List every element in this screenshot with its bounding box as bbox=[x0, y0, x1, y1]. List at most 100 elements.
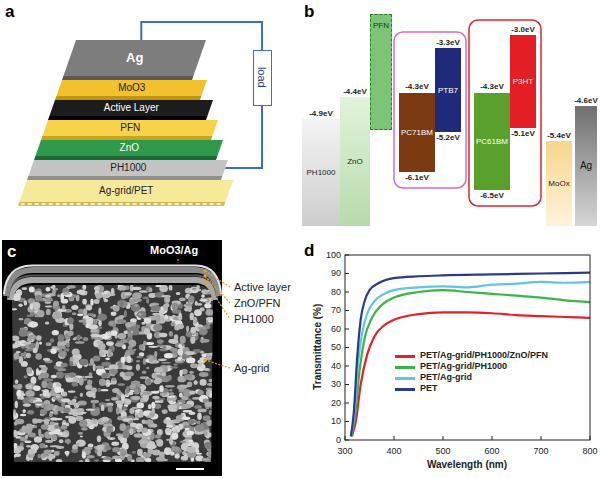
layer-label: Ag-grid/PET bbox=[99, 185, 153, 197]
grid-grain bbox=[165, 428, 170, 433]
grid-grain bbox=[19, 329, 28, 336]
grid-grain bbox=[11, 336, 19, 341]
grid-grain bbox=[182, 404, 191, 409]
grid-grain bbox=[50, 286, 54, 288]
energy-level-box: PH1000 bbox=[302, 119, 340, 226]
grid-grain bbox=[136, 364, 140, 371]
grid-grain bbox=[118, 315, 124, 319]
transmittance-curve bbox=[351, 273, 590, 437]
grid-grain bbox=[49, 412, 53, 417]
energy-level: -6.5eV bbox=[480, 191, 504, 200]
grid-grain bbox=[106, 341, 114, 346]
grid-grain bbox=[166, 425, 173, 428]
grid-grain bbox=[24, 441, 31, 443]
grid-grain bbox=[139, 410, 143, 416]
grid-grain bbox=[165, 385, 175, 387]
grid-grain bbox=[136, 356, 142, 359]
grid-grain bbox=[74, 402, 80, 408]
tick-label: 800 bbox=[582, 446, 597, 456]
grid-grain bbox=[132, 451, 136, 454]
grid-grain bbox=[120, 448, 125, 453]
zno-pfn-film bbox=[8, 276, 217, 299]
grid-grain bbox=[25, 434, 28, 438]
grid-grain bbox=[52, 330, 59, 335]
material-label: PH1000 bbox=[307, 168, 336, 177]
grid-grain bbox=[151, 423, 158, 427]
grid-grain bbox=[188, 399, 191, 401]
grid-grain bbox=[29, 334, 37, 339]
grid-grain bbox=[53, 382, 56, 387]
grid-grain bbox=[106, 293, 115, 296]
layer-callout: Active layer bbox=[234, 281, 291, 294]
load-box: load bbox=[253, 50, 272, 106]
grid-grain bbox=[162, 409, 168, 414]
legend-swatch bbox=[395, 355, 415, 358]
grid-grain bbox=[171, 302, 178, 310]
grid-grain bbox=[119, 300, 128, 308]
blend-outline bbox=[469, 20, 541, 206]
grid-grain bbox=[176, 324, 184, 329]
tick-mark bbox=[345, 329, 349, 330]
grid-grain bbox=[36, 341, 39, 349]
grid-grain bbox=[196, 453, 202, 455]
tick-label: 80 bbox=[331, 287, 341, 297]
tick-label: 60 bbox=[331, 324, 341, 334]
grid-grain bbox=[94, 459, 99, 461]
energy-level-box: P3HT bbox=[510, 35, 536, 128]
grid-grain bbox=[170, 366, 178, 368]
grid-grain bbox=[154, 351, 157, 358]
grid-grain bbox=[111, 397, 118, 401]
grid-grain bbox=[67, 285, 76, 288]
grid-grain bbox=[20, 353, 25, 357]
grid-grain bbox=[87, 379, 92, 385]
grid-grain bbox=[106, 426, 111, 433]
grid-grain bbox=[146, 286, 152, 292]
grid-grain bbox=[90, 299, 93, 306]
grid-grain bbox=[200, 357, 207, 362]
grid-grain bbox=[42, 367, 48, 371]
grid-grain bbox=[54, 425, 59, 429]
grid-grain bbox=[189, 390, 195, 394]
grid-grain bbox=[38, 454, 41, 459]
grid-grain bbox=[30, 457, 33, 460]
grid-grain bbox=[108, 405, 113, 412]
grid-grain bbox=[111, 378, 116, 382]
grid-grain bbox=[71, 449, 78, 453]
grid-grain bbox=[102, 373, 109, 377]
grid-grain bbox=[130, 318, 137, 322]
grid-grain bbox=[81, 427, 88, 431]
grid-grain bbox=[99, 379, 106, 387]
grid-grain bbox=[133, 382, 139, 384]
grid-grain bbox=[45, 440, 53, 443]
grid-grain bbox=[62, 305, 66, 310]
grid-grain bbox=[72, 313, 77, 315]
grid-grain bbox=[194, 405, 202, 409]
grid-grain bbox=[62, 288, 69, 295]
grid-grain bbox=[15, 419, 24, 425]
grid-grain bbox=[186, 358, 195, 364]
grid-grain bbox=[113, 305, 119, 311]
grid-grain bbox=[156, 439, 163, 447]
grid-grain bbox=[149, 288, 153, 292]
grid-grain bbox=[13, 352, 19, 359]
grid-grain bbox=[146, 378, 151, 385]
grid-grain bbox=[178, 312, 182, 320]
grid-grain bbox=[113, 324, 116, 329]
grid-grain bbox=[115, 400, 124, 404]
grid-grain bbox=[204, 432, 207, 436]
tick-label: 0 bbox=[336, 435, 341, 445]
axis-title: Transmittance (%) bbox=[312, 304, 324, 390]
grid-grain bbox=[157, 344, 164, 346]
grid-grain bbox=[35, 402, 44, 404]
energy-level: -4.3eV bbox=[405, 82, 429, 91]
grid-grain bbox=[111, 330, 118, 336]
grid-grain bbox=[148, 346, 158, 348]
grid-grain bbox=[98, 320, 101, 326]
grid-grain bbox=[75, 341, 85, 344]
grid-grain bbox=[159, 333, 168, 338]
grid-grain bbox=[145, 457, 151, 462]
grid-grain bbox=[205, 310, 214, 316]
grid-grain bbox=[206, 317, 212, 321]
grid-grain bbox=[202, 458, 210, 462]
